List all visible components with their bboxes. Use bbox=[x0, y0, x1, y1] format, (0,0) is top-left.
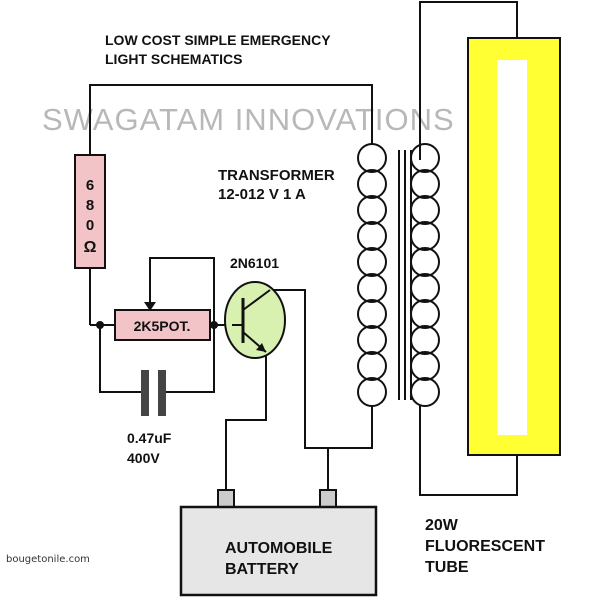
battery-body bbox=[179, 505, 378, 597]
transformer-secondary-coil bbox=[410, 143, 440, 407]
pot-body bbox=[114, 309, 211, 341]
title-line-1: LOW COST SIMPLE EMERGENCY bbox=[105, 32, 331, 48]
transformer-label-1: TRANSFORMER bbox=[218, 167, 335, 184]
transformer: TRANSFORMER 12-012 V 1 A bbox=[218, 143, 440, 407]
tube-label-2: FLUORESCENT bbox=[425, 538, 545, 555]
wire-emitter bbox=[225, 352, 267, 490]
cap-plate-right bbox=[158, 370, 166, 416]
capacitor-0-47uf: 0.47uF 400V bbox=[127, 370, 172, 466]
wire-cap-left bbox=[99, 325, 145, 393]
battery-label-2: BATTERY bbox=[225, 561, 299, 578]
battery-terminal-negative bbox=[217, 489, 235, 509]
pot-wiper-arrow bbox=[144, 302, 156, 311]
wire-secondary-bottom bbox=[419, 405, 518, 496]
fluorescent-tube: 20W FLUORESCENT TUBE bbox=[425, 37, 561, 576]
cap-plate-left bbox=[141, 370, 149, 416]
potentiometer-2k5: 2K5POT. bbox=[114, 302, 211, 341]
tube-label-3: TUBE bbox=[425, 559, 469, 576]
capacitor-label-voltage: 400V bbox=[127, 450, 160, 466]
transistor-collector-lead bbox=[242, 289, 271, 311]
wires bbox=[89, 1, 518, 496]
tube-label-1: 20W bbox=[425, 517, 459, 534]
title-line-2: LIGHT SCHEMATICS bbox=[105, 51, 242, 67]
capacitor-label-value: 0.47uF bbox=[127, 430, 172, 446]
transistor-label: 2N6101 bbox=[230, 255, 279, 271]
battery-terminal-positive bbox=[319, 489, 337, 509]
junction-node-right bbox=[210, 321, 218, 329]
wire-collector bbox=[270, 289, 373, 449]
transformer-label-2: 12-012 V 1 A bbox=[218, 186, 306, 203]
junction-node-left bbox=[96, 321, 104, 329]
transistor-emitter-arrow bbox=[256, 343, 266, 352]
resistor-char-1: 6 bbox=[86, 177, 94, 194]
transistor-body bbox=[224, 281, 286, 359]
resistor-680-ohm: 6 8 0 Ω bbox=[74, 154, 106, 269]
automobile-battery: AUTOMOBILE BATTERY bbox=[179, 489, 378, 597]
wire-top bbox=[89, 84, 373, 155]
wire-cap-right bbox=[163, 325, 215, 393]
wire-secondary-top bbox=[419, 1, 518, 160]
transformer-primary-coil bbox=[357, 143, 387, 407]
transistor-2n6101: 2N6101 bbox=[224, 255, 286, 359]
resistor-char-4: Ω bbox=[84, 239, 97, 256]
resistor-char-3: 0 bbox=[86, 217, 94, 234]
transformer-core bbox=[398, 150, 412, 400]
battery-label-1: AUTOMOBILE bbox=[225, 540, 333, 557]
source-credit: bougetonile.com bbox=[6, 554, 90, 565]
wire-wiper-loop bbox=[149, 257, 215, 325]
resistor-body bbox=[74, 154, 106, 269]
pot-label: 2K5POT. bbox=[134, 318, 191, 334]
watermark: SWAGATAM INNOVATIONS bbox=[42, 102, 455, 137]
resistor-char-2: 8 bbox=[86, 197, 94, 214]
tube-core bbox=[497, 60, 527, 435]
